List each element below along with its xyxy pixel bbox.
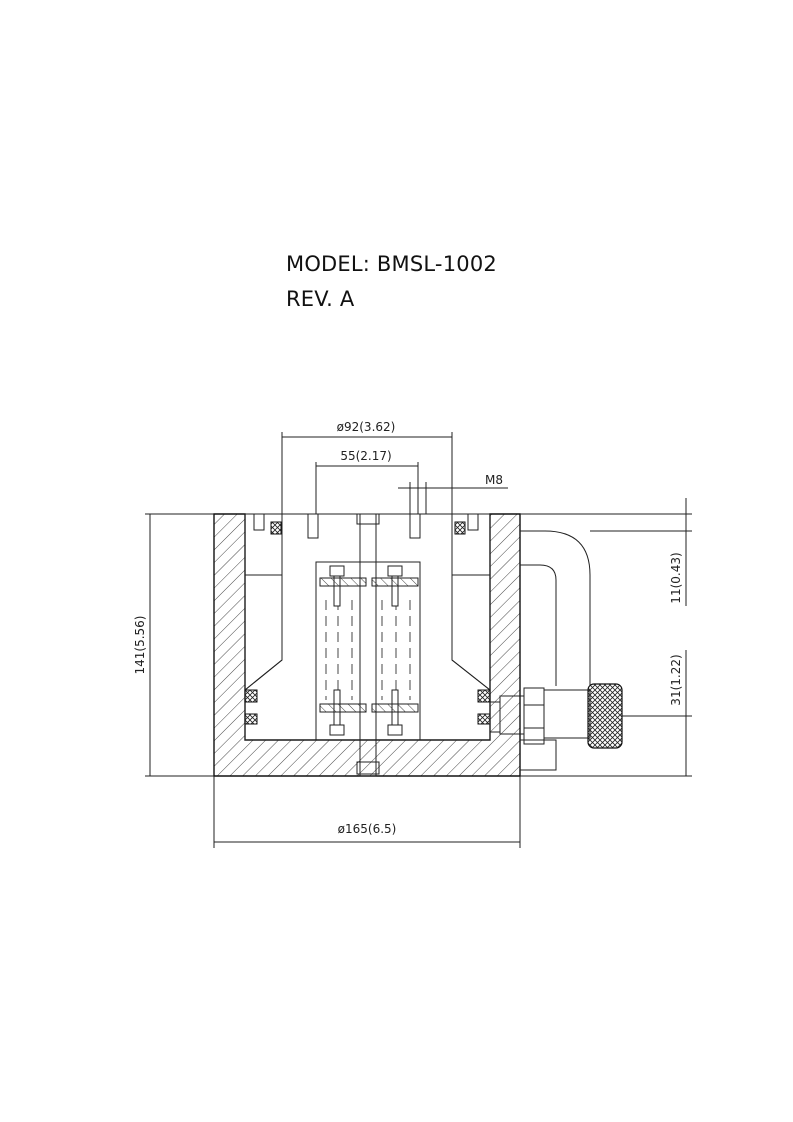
- inner-bolts: [319, 565, 419, 736]
- model-title: MODEL: BMSL-1002: [286, 252, 497, 276]
- cylinder-body: [213, 513, 521, 777]
- dim-height: 141(5.56): [133, 616, 147, 675]
- piston: [244, 513, 491, 741]
- return-hose: [520, 530, 591, 771]
- seals: [244, 521, 491, 725]
- spring-core: [325, 600, 411, 700]
- dim-right-top: 11(0.43): [669, 552, 683, 603]
- center-rod: [356, 513, 380, 777]
- dim-right-bottom: 31(1.22): [669, 654, 683, 705]
- dim-bolt-spacing: 55(2.17): [340, 449, 391, 463]
- dimension-lines: [145, 432, 692, 848]
- top-threaded-holes: [253, 513, 479, 539]
- dim-base-diameter: ø165(6.5): [338, 822, 397, 836]
- revision-label: REV. A: [286, 287, 355, 311]
- dim-thread: M8: [485, 473, 503, 487]
- dim-top-bore: ø92(3.62): [337, 420, 396, 434]
